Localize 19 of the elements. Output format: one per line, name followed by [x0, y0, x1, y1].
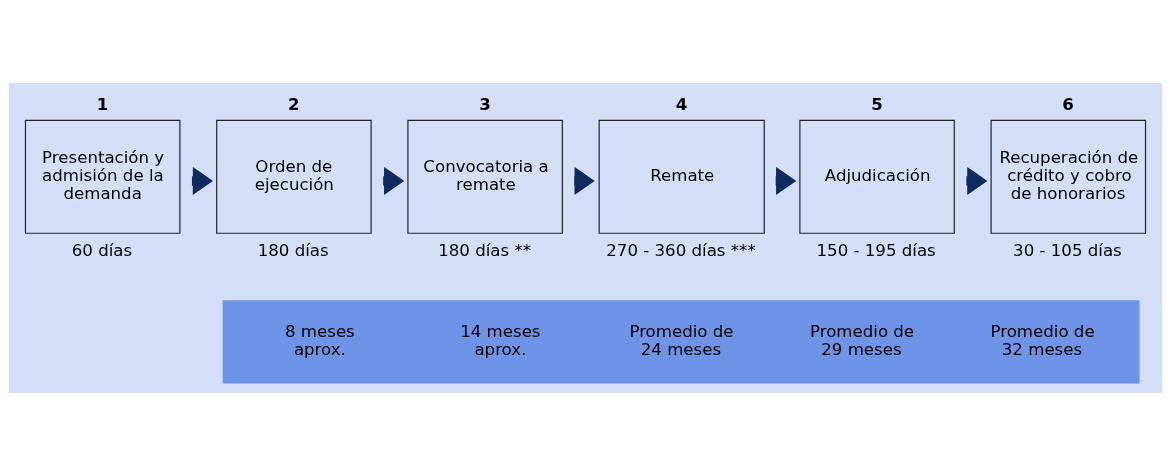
node-label: 60 días — [71, 240, 133, 260]
node-box: Remate — [598, 119, 765, 234]
node-label: 180 días ** — [438, 240, 532, 260]
node-label: 6 — [1062, 94, 1074, 114]
node-label: 1 — [96, 94, 109, 114]
node-box: Convocatoria a remate — [407, 119, 563, 234]
node-box: 8 meses aprox. 14 meses aprox. Promedio de 24 meses Promedio de 29 meses Promedio de 32 meses — [222, 299, 1140, 383]
node-label: 3 — [479, 94, 491, 114]
node-label: 180 días — [257, 240, 329, 260]
node-label: 30 - 105 días — [1013, 240, 1122, 260]
node-box: Adjudicación — [799, 119, 955, 234]
node-label: 4 — [675, 94, 688, 114]
node-label: 270 - 360 días *** — [606, 240, 756, 260]
node-label: 150 - 195 días — [816, 240, 936, 260]
node-box: Recuperación de crédito y cobro de honorarios — [990, 119, 1147, 234]
node-box: Presentación y admisión de la demanda — [24, 119, 181, 234]
node-box: Orden de ejecución — [216, 119, 372, 234]
node-label: 2 — [287, 94, 300, 114]
node-label: 5 — [871, 94, 883, 114]
